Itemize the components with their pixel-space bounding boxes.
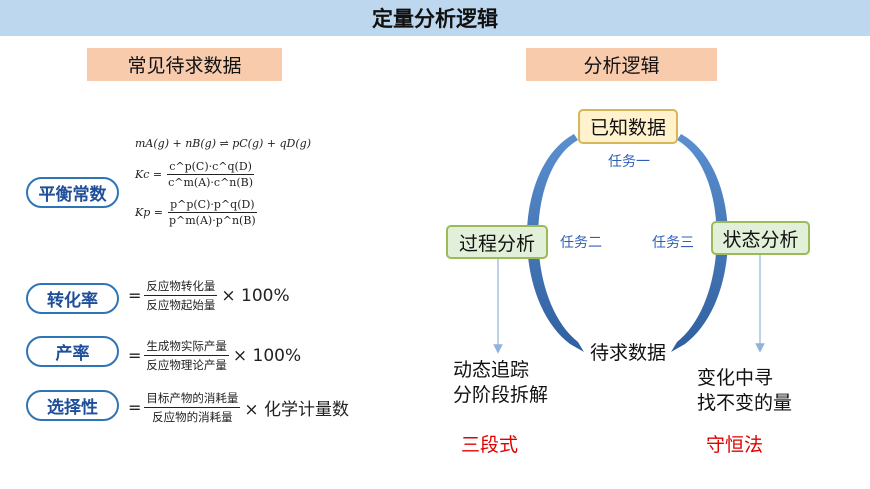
task-two-label: 任务二: [560, 235, 602, 251]
three-stage-method: 三段式: [461, 434, 519, 456]
title-bar: 定量分析逻辑: [0, 0, 870, 36]
kp-fraction: p^p(C)·p^q(D) p^m(A)·p^n(B): [167, 198, 258, 227]
kc-symbol: Kc =: [135, 168, 163, 181]
yield-denominator: 反应物理论产量: [146, 358, 227, 372]
right-result-text: 变化中寻 找不变的量: [697, 366, 792, 416]
conversion-formula: = 反应物转化量 反应物起始量 × 100%: [128, 278, 290, 313]
kp-numerator: p^p(C)·p^q(D): [168, 198, 257, 213]
left-curved-arrow: [526, 134, 584, 352]
kc-denominator: c^m(A)·c^n(B): [168, 176, 254, 189]
state-analysis-node: 状态分析: [711, 221, 810, 255]
kc-formula: Kc = c^p(C)·c^q(D) c^m(A)·c^n(B): [135, 160, 255, 189]
selectivity-numerator: 目标产物的消耗量: [144, 390, 241, 408]
yield-numerator: 生成物实际产量: [144, 338, 229, 356]
yield-fraction: 生成物实际产量 反应物理论产量: [144, 338, 229, 373]
selectivity-denominator: 反应物的消耗量: [152, 410, 233, 424]
conversion-fraction: 反应物转化量 反应物起始量: [144, 278, 218, 313]
known-data-node: 已知数据: [578, 109, 678, 144]
conversion-eq: =: [128, 286, 142, 305]
kc-fraction: c^p(C)·c^q(D) c^m(A)·c^n(B): [166, 160, 255, 189]
conversion-pill: 转化率: [26, 283, 119, 314]
left-result-line2: 分阶段拆解: [453, 384, 549, 406]
reaction-equation: mA(g) + nB(g) ⇌ pC(g) + qD(g): [135, 137, 311, 150]
right-result-line1: 变化中寻: [697, 367, 774, 389]
selectivity-multiplier: × 化学计量数: [244, 400, 350, 420]
conservation-method: 守恒法: [706, 434, 764, 456]
target-data-node: 待求数据: [590, 342, 667, 364]
kp-symbol: Kp =: [135, 206, 163, 219]
yield-multiplier: × 100%: [232, 345, 302, 366]
conversion-multiplier: × 100%: [221, 285, 290, 306]
left-result-line1: 动态追踪: [453, 359, 530, 381]
kp-denominator: p^m(A)·p^n(B): [168, 214, 256, 227]
right-curved-arrow: [671, 134, 729, 352]
yield-eq: =: [128, 346, 142, 365]
selectivity-fraction: 目标产物的消耗量 反应物的消耗量: [144, 390, 241, 425]
yield-pill: 产率: [26, 336, 119, 367]
selectivity-formula: = 目标产物的消耗量 反应物的消耗量 × 化学计量数: [128, 390, 349, 425]
page-title: 定量分析逻辑: [372, 7, 498, 31]
kp-formula: Kp = p^p(C)·p^q(D) p^m(A)·p^n(B): [135, 198, 258, 227]
task-three-label: 任务三: [652, 235, 694, 251]
yield-formula: = 生成物实际产量 反应物理论产量 × 100%: [128, 338, 301, 373]
selectivity-pill: 选择性: [26, 390, 119, 421]
equilibrium-constant-pill: 平衡常数: [26, 177, 119, 208]
task-one-label: 任务一: [608, 154, 650, 170]
conversion-numerator: 反应物转化量: [144, 278, 218, 296]
left-result-text: 动态追踪 分阶段拆解: [453, 358, 548, 408]
process-analysis-node: 过程分析: [446, 225, 548, 259]
selectivity-eq: =: [128, 398, 142, 417]
left-header: 常见待求数据: [87, 48, 282, 81]
conversion-denominator: 反应物起始量: [146, 298, 216, 312]
right-result-line2: 找不变的量: [697, 392, 793, 414]
kc-numerator: c^p(C)·c^q(D): [167, 160, 254, 175]
right-header: 分析逻辑: [526, 48, 717, 81]
